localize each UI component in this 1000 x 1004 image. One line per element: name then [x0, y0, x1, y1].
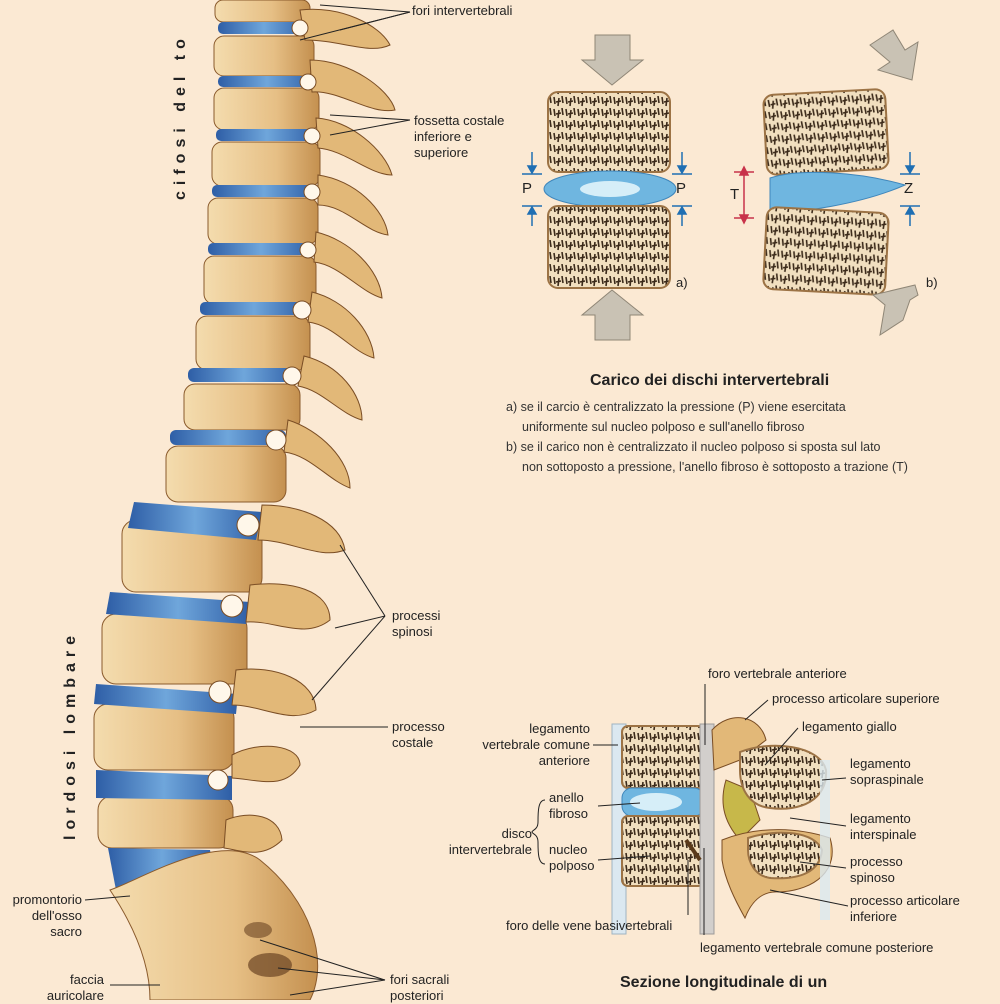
- intervertebral-foramina: [207, 19, 321, 791]
- section-title: Sezione longitudinale di un: [620, 974, 828, 991]
- label-processo-spinoso: processo spinoso: [850, 854, 903, 885]
- label-processo-articolare-superiore: processo articolare superiore: [772, 691, 940, 706]
- posterior-processes: [223, 8, 396, 853]
- label-foro-vene-basivertebrali: foro delle vene basivertebrali: [506, 918, 673, 933]
- label-processo-articolare-inferiore: processo articolare inferiore: [850, 893, 960, 924]
- caption-line-4: non sottoposto a pressione, l'anello fib…: [522, 460, 908, 474]
- label-anello-fibroso: anello fibroso: [549, 790, 589, 821]
- label-legamento-giallo: legamento giallo: [802, 719, 897, 734]
- label-legamento-sopraspinale: legamento sopraspinale: [850, 756, 924, 787]
- disc-load-diagram-b: [734, 29, 920, 337]
- label-fori-sacrali: fori sacrali posteriori: [390, 972, 450, 1003]
- label-legamento-vertebrale-comune-anteriore: legamento vertebrale comune anteriore: [482, 721, 590, 768]
- caption-line-2: uniformente sul nucleo polposo e sull'an…: [522, 420, 805, 434]
- marker-z: Z: [904, 180, 914, 197]
- caption-line-3: b) se il carico non è centralizzato il n…: [506, 440, 881, 454]
- disc-load-caption: a) se il carcio è centralizzato la press…: [506, 397, 908, 477]
- label-fori-intervertebrali: fori intervertebrali: [412, 3, 513, 18]
- vertebrae-thoracic: [165, 0, 321, 503]
- label-fossetta-costale: fossetta costale inferiore e superiore: [414, 113, 505, 160]
- marker-p-right: P: [676, 180, 687, 197]
- label-faccia-auricolare: faccia auricolare: [46, 972, 104, 1003]
- marker-t: T: [730, 186, 740, 203]
- discs-thoracic: [170, 22, 318, 445]
- longitudinal-section: [611, 717, 833, 935]
- spine-leader-lines: [84, 4, 411, 996]
- region-label-thoracic: cifosi del to: [172, 33, 189, 200]
- disc-load-title: Carico dei dischi intervertebrali: [590, 372, 830, 389]
- label-nucleo-polposo: nucleo polposo: [549, 842, 595, 873]
- marker-b: b): [926, 275, 938, 290]
- vertebrae-lumbar: [93, 519, 263, 849]
- disc-load-diagram-a: [522, 34, 692, 341]
- region-label-lumbar: lordosi lombare: [62, 629, 79, 840]
- label-legamento-interspinale: legamento interspinale: [850, 811, 917, 842]
- label-disco-intervertebrale: disco intervertebrale: [448, 826, 532, 857]
- caption-line-1: a) se il carcio è centralizzato la press…: [506, 400, 846, 414]
- marker-a: a): [676, 275, 688, 290]
- marker-p-left: P: [522, 180, 533, 197]
- label-processi-spinosi: processi spinosi: [392, 608, 441, 639]
- section-leader-lines: [531, 684, 849, 935]
- label-foro-vertebrale-anteriore: foro vertebrale anteriore: [708, 666, 847, 681]
- label-legamento-vertebrale-comune-posteriore: legamento vertebrale comune posteriore: [700, 940, 934, 955]
- label-promontorio: promontorio dell'osso sacro: [12, 892, 82, 939]
- spine-column: [93, 0, 396, 1000]
- label-processo-costale: processo costale: [392, 719, 445, 750]
